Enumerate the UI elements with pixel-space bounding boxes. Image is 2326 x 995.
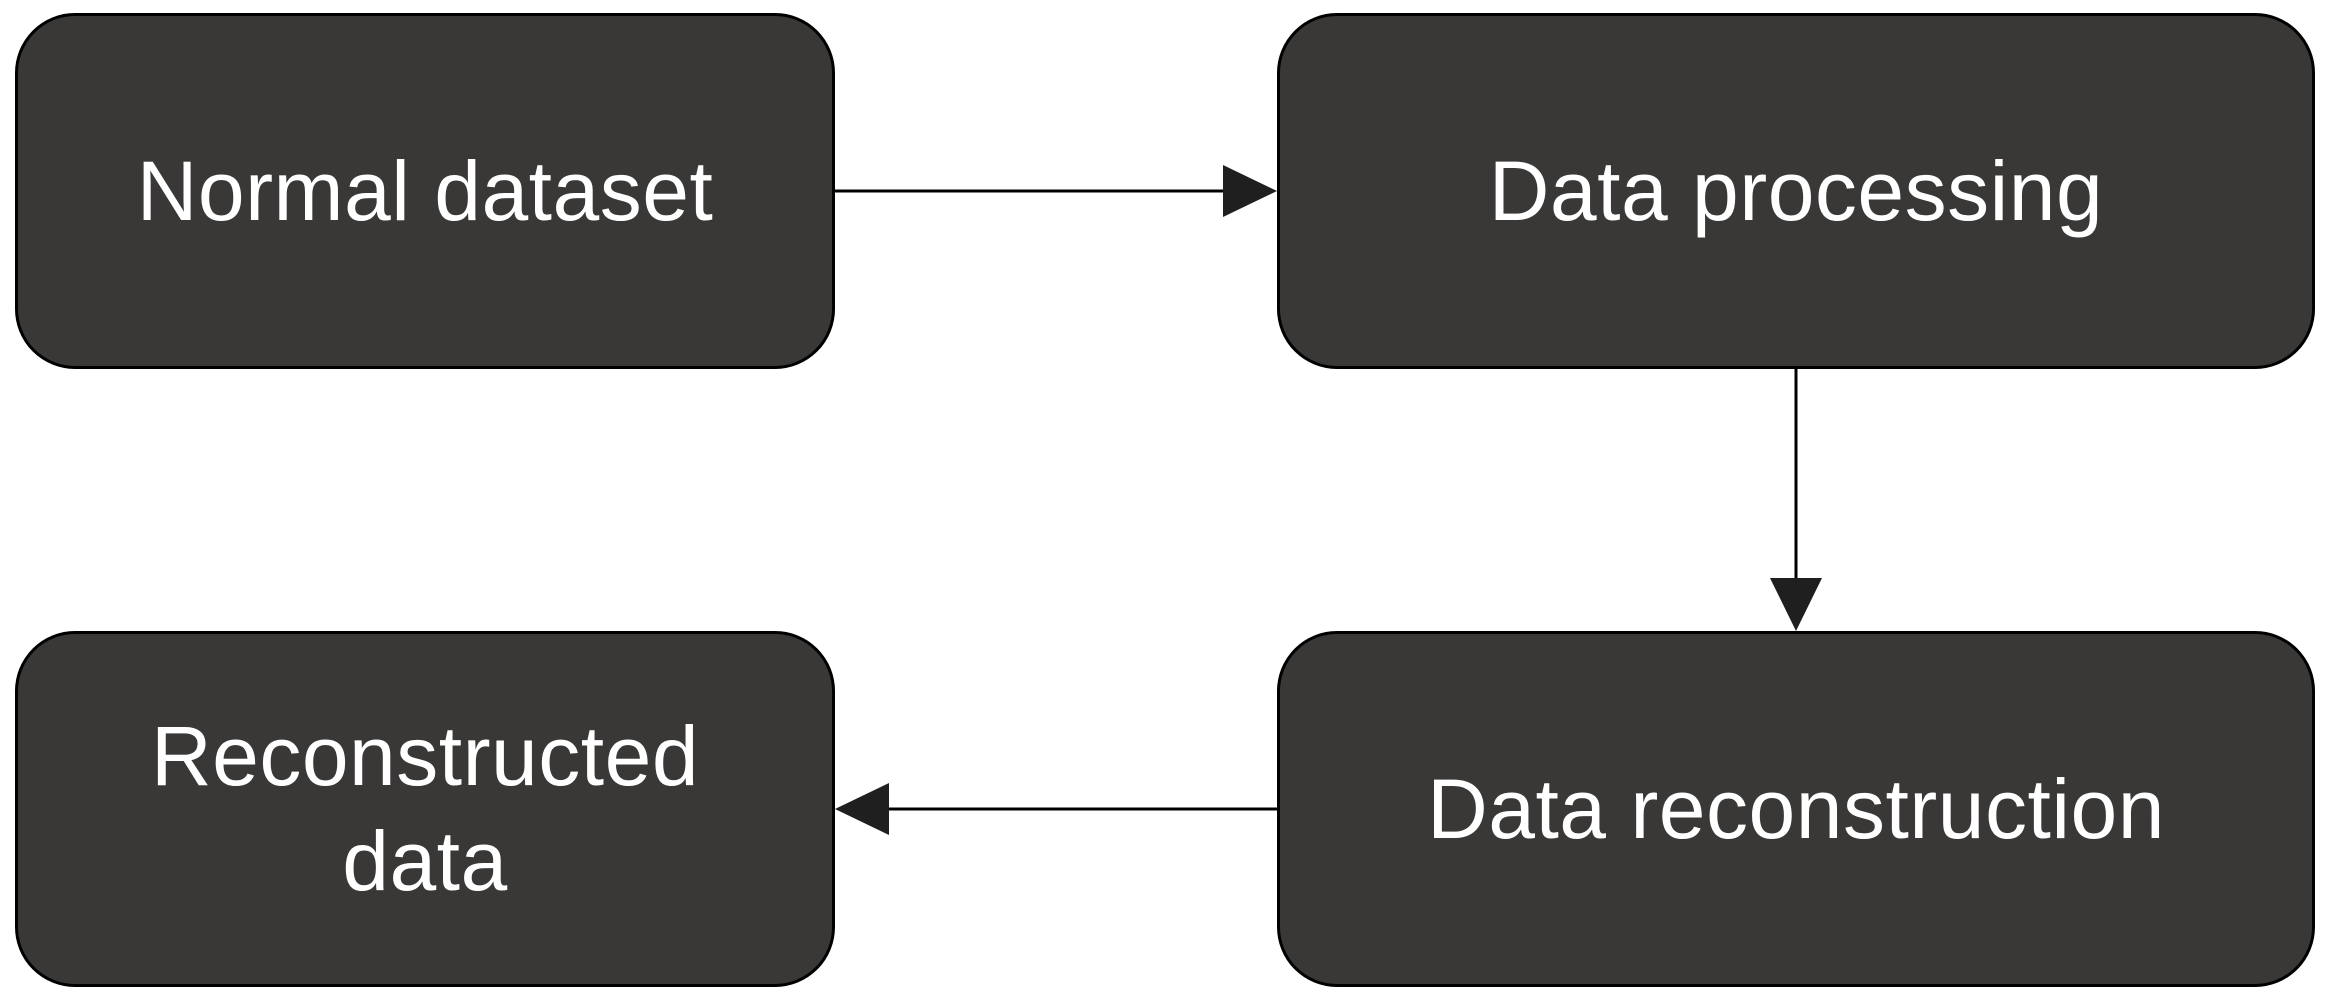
- arrow-normal-dataset-to-data-processing: [835, 165, 1277, 217]
- node-label: Data reconstruction: [1427, 761, 2165, 856]
- node-data-processing: Data processing: [1277, 13, 2315, 369]
- node-label: Data processing: [1488, 143, 2104, 238]
- node-label: Reconstructed data: [150, 709, 700, 908]
- node-reconstructed-data: Reconstructed data: [15, 631, 835, 987]
- node-data-reconstruction: Data reconstruction: [1277, 631, 2315, 987]
- node-label: Normal dataset: [136, 143, 714, 238]
- node-normal-dataset: Normal dataset: [15, 13, 835, 369]
- arrow-data-reconstruction-to-reconstructed-data: [835, 783, 1277, 835]
- arrow-data-processing-to-data-reconstruction: [1770, 369, 1822, 631]
